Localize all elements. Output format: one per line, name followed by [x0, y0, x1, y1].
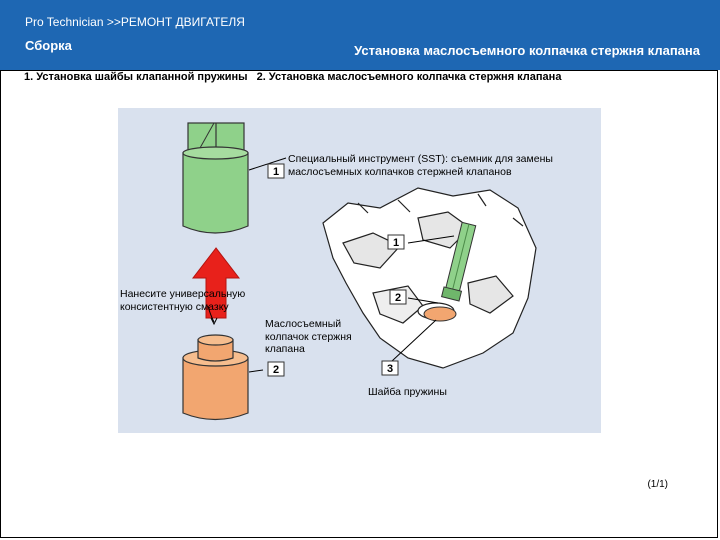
- label-seal: Маслосъемный колпачок стержня клапана: [265, 318, 352, 355]
- step-1[interactable]: 1. Установка шайбы клапанной пружины: [24, 71, 248, 83]
- svg-text:3: 3: [387, 363, 393, 375]
- page-counter: (1/1): [647, 479, 668, 490]
- step-2[interactable]: 2. Установка маслосъемного колпачка стер…: [256, 71, 562, 83]
- seal-part: [182, 334, 249, 421]
- sst-shaft: [440, 221, 477, 302]
- up-arrow: [191, 247, 241, 319]
- label-sst: Специальный инструмент (SST): съемник дл…: [288, 153, 553, 178]
- label-grease: Нанесите универсальную консистентную сма…: [120, 288, 246, 313]
- page-title: Установка маслосъемного колпачка стержня…: [354, 43, 700, 58]
- valve-seal-illustration: 1 2 1 2 3: [182, 122, 537, 421]
- breadcrumb[interactable]: Pro Technician >>РЕМОНТ ДВИГАТЕЛЯ: [25, 15, 245, 29]
- svg-text:2: 2: [395, 292, 401, 304]
- sst-tool: [182, 122, 249, 234]
- header-bar: Pro Technician >>РЕМОНТ ДВИГАТЕЛЯ Сборка…: [0, 0, 720, 70]
- section-title: Сборка: [25, 38, 72, 53]
- callout-2-left: 2: [267, 361, 285, 377]
- callout-1-left: 1: [267, 163, 285, 179]
- step-list: 1. Установка шайбы клапанной пружины 2. …: [24, 71, 567, 83]
- diagram-panel: 1 2 1 2 3: [118, 108, 601, 433]
- label-washer: Шайба пружины: [368, 386, 447, 398]
- callout-2-right: 2: [389, 289, 407, 305]
- callout-3-right: 3: [381, 360, 399, 376]
- svg-text:1: 1: [393, 237, 399, 249]
- callout-1-right: 1: [387, 234, 405, 250]
- installed-seal: [423, 306, 457, 322]
- svg-text:2: 2: [273, 364, 279, 376]
- svg-text:1: 1: [273, 166, 279, 178]
